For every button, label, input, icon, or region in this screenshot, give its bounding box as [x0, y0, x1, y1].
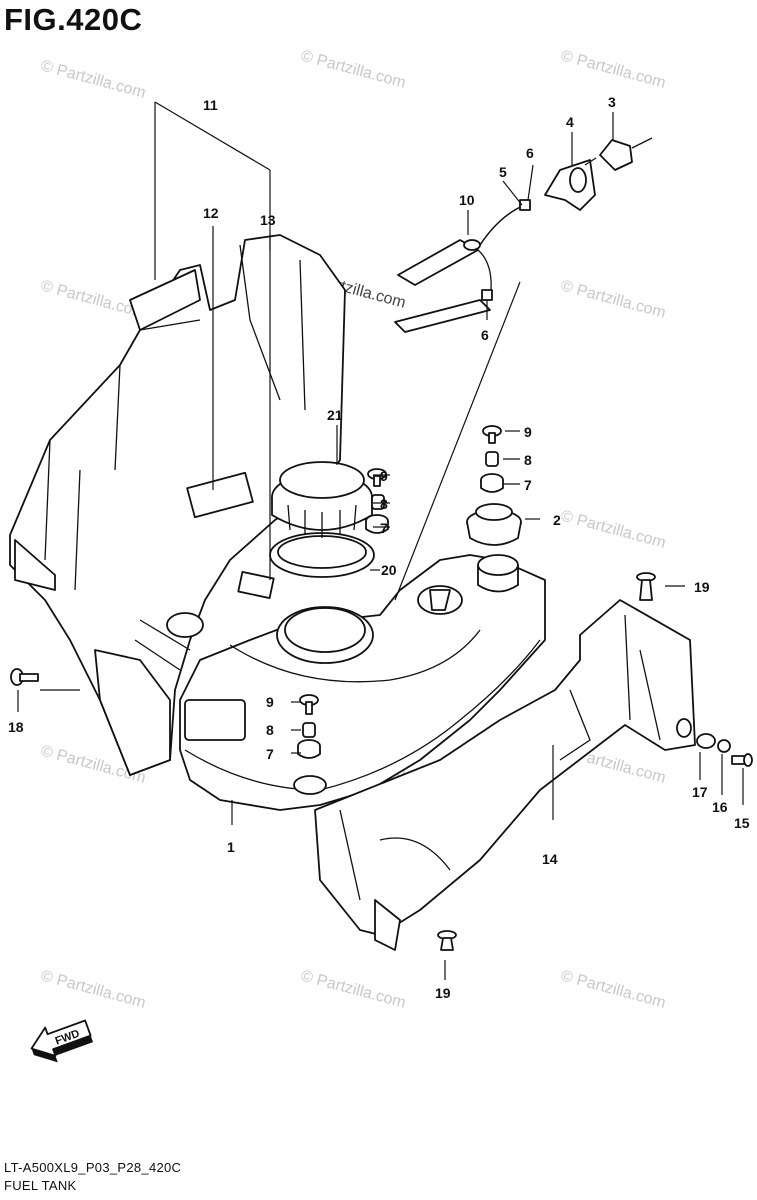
collar-8-top	[485, 451, 499, 467]
callout-16: 16	[712, 799, 728, 815]
callout-8-mid: 8	[380, 496, 388, 512]
callout-7-top: 7	[524, 477, 532, 493]
callout-12: 12	[203, 205, 219, 221]
breather-hose-5	[479, 204, 526, 246]
collar-17	[696, 733, 716, 749]
callout-13: 13	[260, 212, 276, 228]
fuel-tank	[179, 554, 546, 811]
hose-clamp-6-bottom	[481, 289, 493, 301]
diagram-code: LT-A500XL9_P03_P28_420C	[4, 1160, 182, 1175]
collar-8-mid	[371, 494, 385, 510]
callout-1: 1	[227, 839, 235, 855]
callout-20: 20	[381, 562, 397, 578]
callout-15: 15	[734, 815, 750, 831]
watermark-text: © Partzilla.com	[299, 47, 408, 91]
callout-2: 2	[553, 512, 561, 528]
callout-6-bottom: 6	[481, 327, 489, 343]
hose-clamp-6-top	[519, 199, 531, 211]
callout-labels: 11 12 13 21 20 10 5 6 4 3 6 9 8 7 2 9 8 …	[8, 94, 750, 1001]
callout-9-low: 9	[266, 694, 274, 710]
push-rivet-19-lower	[437, 930, 457, 951]
watermark-text: © Partzilla.com	[299, 967, 408, 1011]
callout-14: 14	[542, 851, 558, 867]
callout-18: 18	[8, 719, 24, 735]
forward-direction-arrow: FWD	[30, 1019, 94, 1063]
washer-16	[717, 739, 731, 753]
callout-3: 3	[608, 94, 616, 110]
callout-8-top: 8	[524, 452, 532, 468]
breather-hose-10	[394, 239, 492, 333]
cushion-7-top	[480, 473, 504, 493]
bolt-9-top	[482, 425, 502, 444]
watermark-text: © Partzilla.com	[559, 47, 668, 91]
callout-19-upper: 19	[694, 579, 710, 595]
collar-8-low	[302, 722, 316, 738]
tank-gasket-ring	[269, 532, 375, 578]
fuel-cap	[466, 503, 522, 593]
watermark-text: © Partzilla.com	[39, 967, 148, 1011]
pump-retainer-ring	[271, 461, 373, 538]
leader-lines	[17, 101, 744, 980]
figure-title: FIG.420C	[4, 2, 143, 37]
callout-19-lower: 19	[435, 985, 451, 1001]
watermark-text: © Partzilla.com	[39, 57, 148, 101]
callout-17: 17	[692, 784, 708, 800]
callout-6-top: 6	[526, 145, 534, 161]
watermark-text: © Partzilla.com	[559, 507, 668, 551]
bolt-9-mid	[367, 468, 387, 487]
callout-5: 5	[499, 164, 507, 180]
cushion-7-low	[297, 739, 321, 759]
callout-10: 10	[459, 192, 475, 208]
callout-7-low: 7	[266, 746, 274, 762]
callout-21: 21	[327, 407, 343, 423]
callout-8-low: 8	[266, 722, 274, 738]
callout-11: 11	[203, 97, 218, 113]
bolt-15	[731, 753, 753, 767]
callout-9-top: 9	[524, 424, 532, 440]
callout-7-mid: 7	[380, 520, 388, 536]
rollover-valve-3	[584, 137, 653, 171]
bolt-18	[10, 668, 39, 686]
valve-bracket-4	[544, 159, 596, 211]
watermark-text: © Partzilla.com	[559, 967, 668, 1011]
watermark-text: © Partzilla.com	[559, 277, 668, 321]
bolt-9-low	[299, 694, 319, 715]
callout-9-mid: 9	[380, 468, 388, 484]
side-cover-panel	[314, 599, 696, 951]
push-rivet-19-upper	[636, 572, 656, 601]
inner-fender-panel	[9, 234, 346, 776]
diagram-name: FUEL TANK	[4, 1178, 77, 1193]
callout-4: 4	[566, 114, 574, 130]
